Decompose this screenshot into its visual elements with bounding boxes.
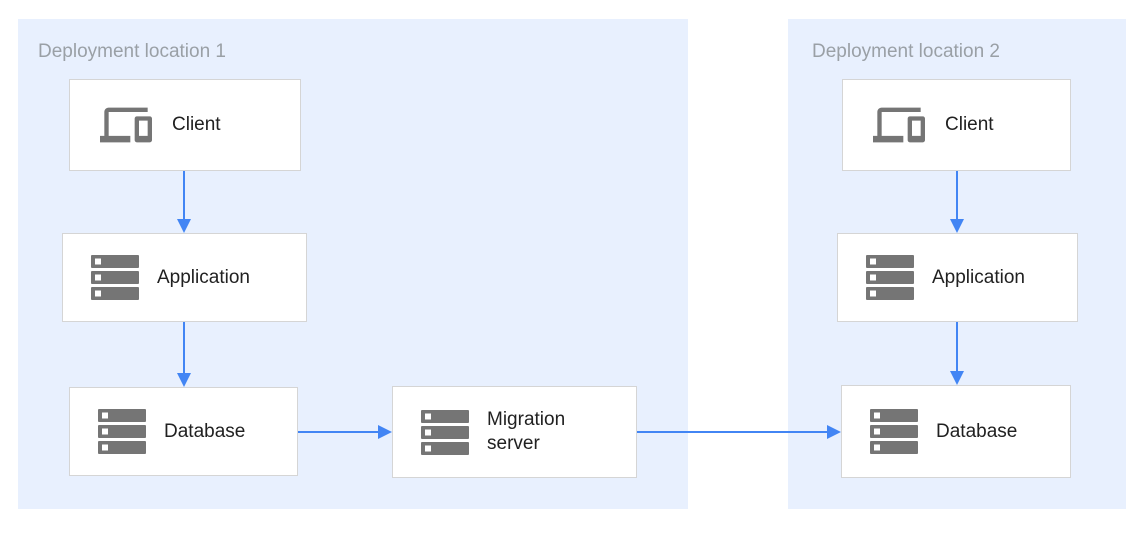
node-application-1: Application — [62, 233, 307, 322]
arrowhead-down-icon — [950, 219, 964, 233]
node-application-2: Application — [837, 233, 1078, 322]
arrowhead-down-icon — [177, 373, 191, 387]
deployment-location-2-title: Deployment location 2 — [812, 41, 1000, 62]
server-icon — [91, 255, 139, 300]
arrow-database1-to-migration — [298, 431, 378, 433]
arrowhead-down-icon — [177, 219, 191, 233]
node-client-1: Client — [69, 79, 301, 171]
node-label: Application — [157, 266, 250, 288]
node-label: Database — [936, 420, 1018, 442]
devices-icon — [98, 99, 154, 151]
arrow-migration-to-database2 — [637, 431, 827, 433]
node-label: Database — [164, 420, 246, 442]
server-icon — [421, 409, 469, 455]
node-label: Client — [945, 114, 994, 135]
server-icon — [870, 409, 918, 454]
devices-icon — [871, 99, 927, 151]
server-icon — [98, 409, 146, 454]
arrowhead-right-icon — [827, 425, 841, 439]
arrowhead-down-icon — [950, 371, 964, 385]
server-icon — [866, 255, 914, 300]
deployment-location-1-title: Deployment location 1 — [38, 41, 226, 62]
arrow-client1-to-application1 — [183, 171, 185, 219]
node-database-1: Database — [69, 387, 298, 476]
node-migration-server: Migration server — [392, 386, 637, 478]
node-client-2: Client — [842, 79, 1071, 171]
node-label: Client — [172, 114, 221, 135]
arrow-client2-to-application2 — [956, 171, 958, 219]
node-label: Application — [932, 266, 1025, 288]
arrowhead-right-icon — [378, 425, 392, 439]
node-label: Migration server — [487, 409, 566, 454]
node-database-2: Database — [841, 385, 1071, 478]
arrow-application1-to-database1 — [183, 322, 185, 373]
arrow-application2-to-database2 — [956, 322, 958, 371]
